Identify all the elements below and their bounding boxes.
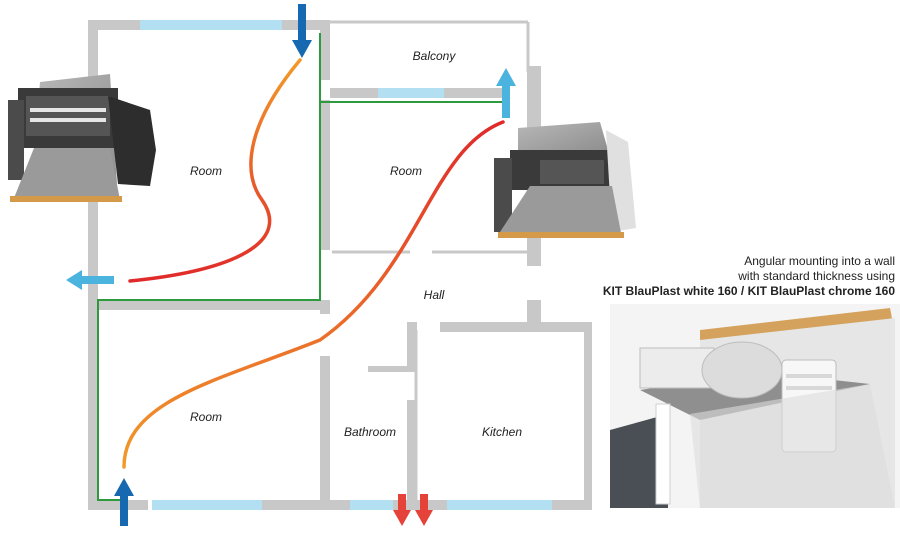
- mounting-caption: Angular mounting into a wall with standa…: [575, 254, 895, 299]
- room-label-balcony: Balcony: [413, 49, 457, 63]
- room-label-top-left: Room: [190, 164, 222, 178]
- caption-line-1: Angular mounting into a wall: [744, 254, 895, 268]
- exhaust-arrow-up: [496, 68, 516, 118]
- ventilation-unit-illustration-right: [494, 122, 636, 238]
- thin-walls: [330, 20, 530, 500]
- room-label-bottom-left: Room: [190, 410, 222, 424]
- room-label-kitchen: Kitchen: [482, 425, 522, 439]
- exhaust-arrow-left: [66, 270, 114, 290]
- extract-arrow-1: [393, 494, 411, 526]
- ventilation-unit-illustration-left: [8, 74, 156, 202]
- ventilation-duct: [97, 33, 321, 501]
- room-label-bathroom: Bathroom: [344, 425, 396, 439]
- intake-arrow-bottom: [114, 478, 134, 526]
- extract-arrow-2: [415, 494, 433, 526]
- caption-line-3: KIT BlauPlast white 160 / KIT BlauPlast …: [602, 284, 895, 298]
- caption-line-2: with standard thickness using: [738, 269, 895, 283]
- windows: [140, 20, 552, 510]
- wall-mounting-illustration: [610, 304, 900, 508]
- airflow-curve-top-left: [128, 58, 302, 283]
- room-label-top-right: Room: [390, 164, 422, 178]
- airflow-curve-main: [122, 120, 505, 469]
- intake-arrow-top: [292, 4, 312, 58]
- room-label-hall: Hall: [424, 288, 445, 302]
